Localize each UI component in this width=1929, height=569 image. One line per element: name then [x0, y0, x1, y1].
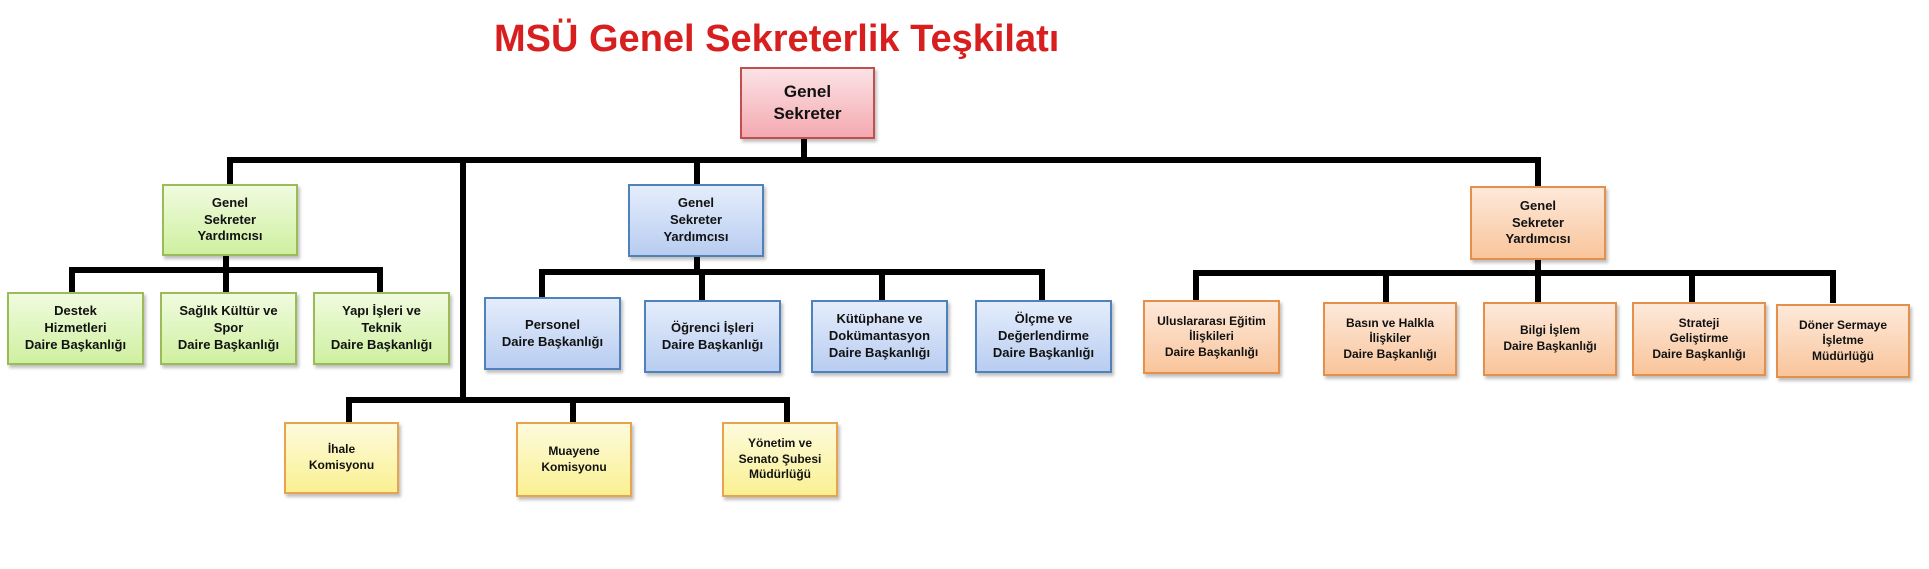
- node-middle-unit-2: Öğrenci İşleri Daire Başkanlığı: [644, 300, 781, 373]
- node-genel-sekreter: Genel Sekreter: [740, 67, 875, 139]
- node-left-unit-3: Yapı İşleri ve Teknik Daire Başkanlığı: [313, 292, 450, 365]
- node-right-unit-5: Döner Sermaye İşletme Müdürlüğü: [1776, 304, 1910, 378]
- node-label: Uluslararası Eğitim İlişkileri Daire Baş…: [1157, 313, 1266, 359]
- node-direct-unit-2: Muayene Komisyonu: [516, 422, 632, 497]
- node-right-unit-1: Uluslararası Eğitim İlişkileri Daire Baş…: [1143, 300, 1280, 374]
- node-deputy-right: Genel Sekreter Yardımcısı: [1470, 186, 1606, 260]
- node-label: Muayene Komisyonu: [541, 443, 607, 474]
- node-label: Basın ve Halkla İlişkiler Daire Başkanlı…: [1343, 315, 1437, 361]
- node-label: Genel Sekreter Yardımcısı: [197, 194, 263, 244]
- node-right-unit-2: Basın ve Halkla İlişkiler Daire Başkanlı…: [1323, 302, 1457, 376]
- node-direct-unit-1: İhale Komisyonu: [284, 422, 399, 494]
- page-title: MSÜ Genel Sekreterlik Teşkilatı: [494, 18, 1060, 60]
- node-right-unit-4: Strateji Geliştirme Daire Başkanlığı: [1632, 302, 1766, 376]
- node-label: Döner Sermaye İşletme Müdürlüğü: [1798, 317, 1888, 363]
- node-label: Yapı İşleri ve Teknik Daire Başkanlığı: [330, 303, 433, 352]
- node-middle-unit-1: Personel Daire Başkanlığı: [484, 297, 621, 370]
- node-label: Destek Hizmetleri Daire Başkanlığı: [24, 303, 127, 352]
- node-middle-unit-4: Ölçme ve Değerlendirme Daire Başkanlığı: [975, 300, 1112, 373]
- node-label: Yönetim ve Senato Şubesi Müdürlüğü: [738, 436, 822, 482]
- node-direct-unit-3: Yönetim ve Senato Şubesi Müdürlüğü: [722, 422, 838, 497]
- node-label: Genel Sekreter: [773, 81, 842, 123]
- node-label: Sağlık Kültür ve Spor Daire Başkanlığı: [177, 303, 280, 352]
- node-label: Kütüphane ve Dokümantasyon Daire Başkanl…: [828, 311, 931, 360]
- node-label: Öğrenci İşleri Daire Başkanlığı: [661, 319, 764, 352]
- node-label: Personel Daire Başkanlığı: [501, 316, 604, 349]
- node-middle-unit-3: Kütüphane ve Dokümantasyon Daire Başkanl…: [811, 300, 948, 373]
- node-right-unit-3: Bilgi İşlem Daire Başkanlığı: [1483, 302, 1617, 376]
- node-label: Bilgi İşlem Daire Başkanlığı: [1503, 323, 1597, 353]
- node-deputy-middle: Genel Sekreter Yardımcısı: [628, 184, 764, 257]
- node-label: Ölçme ve Değerlendirme Daire Başkanlığı: [992, 311, 1095, 360]
- node-label: İhale Komisyonu: [308, 442, 375, 472]
- node-deputy-left: Genel Sekreter Yardımcısı: [162, 184, 298, 256]
- node-label: Genel Sekreter Yardımcısı: [663, 195, 729, 244]
- node-label: Genel Sekreter Yardımcısı: [1505, 197, 1571, 247]
- node-left-unit-2: Sağlık Kültür ve Spor Daire Başkanlığı: [160, 292, 297, 365]
- node-left-unit-1: Destek Hizmetleri Daire Başkanlığı: [7, 292, 144, 365]
- node-label: Strateji Geliştirme Daire Başkanlığı: [1652, 315, 1746, 361]
